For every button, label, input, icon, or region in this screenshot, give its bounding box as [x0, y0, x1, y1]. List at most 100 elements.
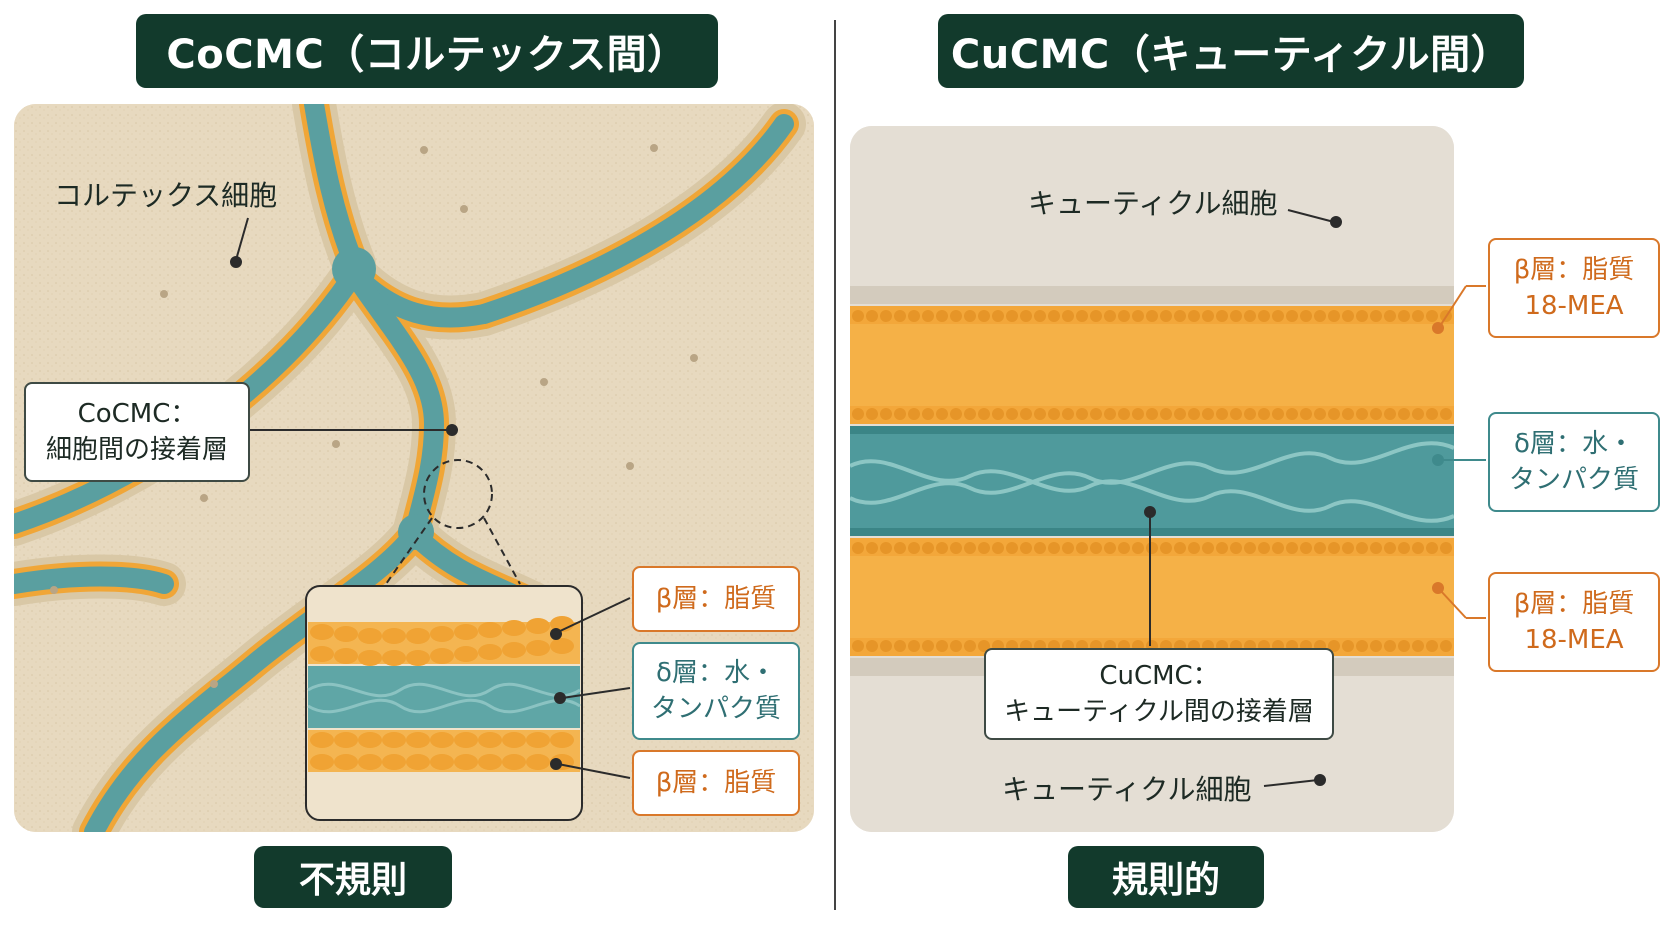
lipid-bead: [1314, 542, 1326, 554]
lipid-bead: [1132, 310, 1144, 322]
lipid-bead: [1006, 408, 1018, 420]
lipid-bead: [950, 310, 962, 322]
left-delta-line1: δ層：水・: [656, 657, 776, 688]
lipid-bead: [1426, 408, 1438, 420]
lipid-bead: [992, 542, 1004, 554]
lipid-bead: [1412, 542, 1424, 554]
right-footer: 規則的: [1068, 846, 1264, 908]
center-divider: [834, 20, 836, 910]
lipid-bead: [1398, 408, 1410, 420]
lipid-bead: [1384, 310, 1396, 322]
left-title: CoCMC（コルテックス間）: [136, 14, 718, 88]
lipid-bead: [964, 408, 976, 420]
right-beta-top-line2: 18-MEA: [1524, 291, 1624, 321]
lipid-bead: [950, 542, 962, 554]
right-beta-bottom-line2: 18-MEA: [1524, 625, 1624, 655]
lipid-bead: [1048, 408, 1060, 420]
lipid-bead: [1104, 310, 1116, 322]
lipid-bead: [1090, 542, 1102, 554]
lipid-bead: [1132, 408, 1144, 420]
lipid-bead: [1426, 640, 1438, 652]
lipid-bead: [1230, 408, 1242, 420]
zoom-inset: [305, 585, 583, 821]
lipid-bead: [866, 542, 878, 554]
right-delta-line1: δ層：水・: [1514, 428, 1634, 459]
lipid-bead: [992, 408, 1004, 420]
lipid-bead: [1118, 310, 1130, 322]
lipid-bead: [1384, 408, 1396, 420]
cocmc-label-line2: 細胞間の接着層: [45, 435, 228, 465]
lipid-bead: [1258, 408, 1270, 420]
lipid-bead: [1034, 310, 1046, 322]
lipid-bead: [950, 408, 962, 420]
lipid-bead: [1440, 408, 1452, 420]
lipid-bead: [1188, 310, 1200, 322]
left-beta-bottom-text: β層：脂質: [655, 767, 777, 798]
lipid-bead: [1062, 310, 1074, 322]
lipid-bead: [1160, 310, 1172, 322]
lipid-bead: [1034, 542, 1046, 554]
lipid-bead: [1174, 408, 1186, 420]
lipid-bead: [950, 640, 962, 652]
lipid-bead: [1426, 310, 1438, 322]
lipid-bead: [1202, 310, 1214, 322]
lipid-bead: [922, 640, 934, 652]
lipid-bead: [1202, 408, 1214, 420]
left-beta-top-text: β層：脂質: [655, 583, 777, 614]
left-footer-text: 不規則: [298, 860, 407, 901]
lipid-bead: [1356, 542, 1368, 554]
lipid-bead: [1286, 542, 1298, 554]
lipid-bead: [1076, 310, 1088, 322]
lipid-bead: [922, 542, 934, 554]
lipid-bead: [908, 640, 920, 652]
lipid-bead: [1398, 640, 1410, 652]
lipid-bead: [1216, 542, 1228, 554]
lipid-bead: [852, 542, 864, 554]
right-beta-top-line1: β層：脂質: [1513, 254, 1635, 285]
lipid-bead: [922, 408, 934, 420]
lipid-bead: [1090, 310, 1102, 322]
left-beta-top-box: β層：脂質: [632, 566, 800, 632]
lipid-bead: [1384, 640, 1396, 652]
lipid-bead: [1286, 408, 1298, 420]
lipid-bead: [1230, 310, 1242, 322]
lipid-bead: [908, 310, 920, 322]
lipid-bead: [894, 310, 906, 322]
lipid-bead: [1216, 408, 1228, 420]
lipid-bead: [1356, 310, 1368, 322]
lipid-bead: [1384, 542, 1396, 554]
lipid-bead: [936, 310, 948, 322]
lipid-bead: [1300, 310, 1312, 322]
right-title: CuCMC（キューティクル間）: [938, 14, 1524, 88]
lipid-bead: [1356, 408, 1368, 420]
lipid-bead: [880, 408, 892, 420]
lipid-bead: [1314, 408, 1326, 420]
lipid-bead: [1048, 310, 1060, 322]
lipid-bead: [1300, 408, 1312, 420]
left-delta-box: δ層：水・ タンパク質: [632, 642, 800, 740]
left-footer: 不規則: [254, 846, 452, 908]
cuticle-cell-label-top: キューティクル細胞: [1028, 187, 1278, 220]
lipid-bead: [866, 408, 878, 420]
lipid-bead: [1160, 408, 1172, 420]
lipid-bead: [1020, 310, 1032, 322]
right-beta-bottom-box: β層：脂質 18-MEA: [1488, 572, 1660, 672]
lipid-bead: [1328, 310, 1340, 322]
left-title-text: CoCMC（コルテックス間）: [166, 32, 688, 78]
lipid-bead: [1062, 408, 1074, 420]
lipid-bead: [908, 408, 920, 420]
lipid-bead: [880, 310, 892, 322]
lipid-bead: [978, 408, 990, 420]
lipid-bead: [1244, 310, 1256, 322]
lipid-bead: [1174, 310, 1186, 322]
lipid-bead: [922, 310, 934, 322]
cucmc-label-line1: CuCMC：: [1099, 660, 1219, 691]
lipid-bead: [1328, 408, 1340, 420]
lipid-bead: [1286, 310, 1298, 322]
lipid-bead: [1020, 408, 1032, 420]
right-footer-text: 規則的: [1111, 860, 1220, 901]
lipid-bead: [1244, 408, 1256, 420]
lipid-bead: [1118, 408, 1130, 420]
lipid-bead: [1160, 542, 1172, 554]
